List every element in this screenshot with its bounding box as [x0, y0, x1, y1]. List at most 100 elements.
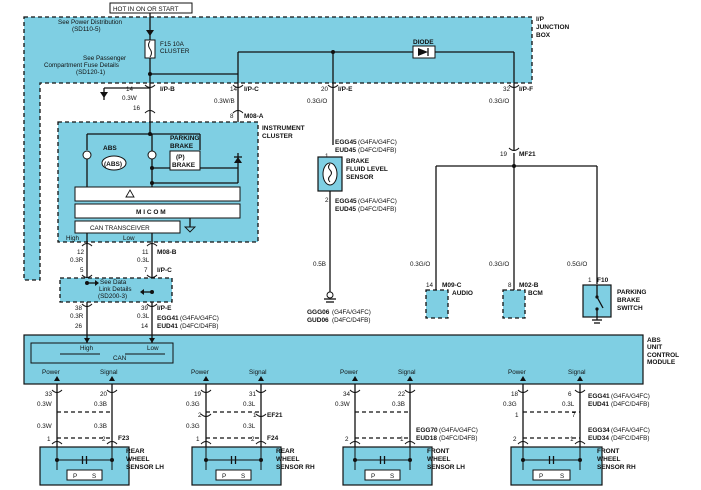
sensor-conn1b-code: EUD41 [588, 401, 609, 408]
bf-pin2: 2 [325, 197, 329, 204]
abs-name-3: MODULE [647, 359, 676, 366]
park-symbol [169, 150, 201, 171]
sensor-pin-power: 33 [45, 391, 53, 398]
bcm-name: BCM [528, 290, 543, 297]
sensor-bottom-pin-power: 1 [47, 436, 51, 443]
bf-name-1: BRAKE [346, 158, 370, 165]
sensor-name-2: WHEEL [276, 456, 300, 463]
cluster-high: High [66, 235, 79, 242]
pin-38: 38 [75, 305, 83, 312]
sensor-bottom-pin-power: 2 [345, 436, 349, 443]
abs-signal-label: Signal [398, 369, 416, 376]
bf-name-2: FLUID LEVEL [346, 166, 388, 173]
sensor-conn1-variant: (G4FA/G4FC) [439, 427, 478, 434]
hot-label-box [109, 2, 193, 14]
sensor-pin-signal: 20 [100, 391, 108, 398]
sensor-s-label: S [92, 473, 96, 480]
conn-m08b: M08-B [157, 249, 177, 256]
eud41-variant: (D4FC/D4FB) [180, 323, 218, 330]
diode-label: DIODE [413, 39, 434, 46]
bf-name-3: SENSOR [346, 174, 374, 181]
wire-0-3l-b: 0.3L [137, 313, 150, 320]
pbs-name-3: SWITCH [617, 305, 643, 312]
junction-title-1: I/P [536, 16, 545, 23]
sensor-name-1: FRONT [597, 448, 619, 455]
pin-12: 12 [77, 249, 85, 256]
sensor-p-label: P [539, 473, 543, 480]
pin-ipc: 14 [230, 86, 238, 93]
sensor-mid-conn: EF21 [267, 412, 283, 419]
eud41-code: EUD41 [157, 323, 178, 330]
pin-11: 11 [142, 249, 149, 256]
park-symbol-text: (P) [176, 154, 185, 161]
can-block [30, 342, 174, 364]
sensor-conn1-variant: (G4FA/G4FC) [611, 393, 650, 400]
gnd1-variant: (G4FA/G4FC) [332, 309, 371, 316]
pin-39: 39 [141, 305, 149, 312]
sensor-conn1-code: EGG41 [588, 393, 610, 400]
sensor-pin-power: 34 [343, 391, 351, 398]
bf-conn1-code: EGG45 [335, 139, 357, 146]
sensor-conn2b-code: EUD34 [588, 435, 609, 442]
audio-unit [425, 289, 449, 319]
junction-title-3: BOX [536, 32, 551, 39]
conn-ipb: I/P-B [160, 86, 175, 93]
sensor-bottom-pin-signal: 1 [400, 436, 404, 443]
bf-conn2-code-b: EUD45 [335, 206, 356, 213]
abs-signal-label: Signal [249, 369, 267, 376]
micom-label: M I C O M [136, 209, 166, 216]
sensor-pin-power: 18 [511, 391, 519, 398]
sensor-mid-pin-signal: 1 [253, 412, 257, 419]
abs-power-label: Power [508, 369, 526, 376]
sensor-name-3: SENSOR LH [427, 464, 465, 471]
park-label-1: PARKING [170, 135, 200, 142]
audio-name: AUDIO [452, 290, 473, 297]
sensor-wire-power-2: 0.3G [186, 423, 200, 430]
wire-0-3l-a: 0.3L [137, 257, 150, 264]
abs-symbol-text: (ABS) [104, 161, 122, 168]
sensor-wire-power: 0.3W [335, 401, 350, 408]
park-label-2: BRAKE [170, 143, 194, 150]
egg41-variant: (G4FA/G4FC) [180, 315, 219, 322]
ground-icon [326, 291, 334, 299]
park-symbol-word: BRAKE [172, 162, 196, 169]
hot-label: HOT IN ON OR START [113, 6, 179, 13]
sensor-wire-power: 0.3W [37, 401, 52, 408]
mf21-conn: MF21 [519, 151, 536, 158]
sensor-conn2-code: EGG34 [588, 427, 610, 434]
abs-power-label: Power [191, 369, 209, 376]
sensor-s-label: S [241, 473, 245, 480]
abs-unit: UNIT [647, 344, 662, 351]
micom-top [74, 186, 241, 202]
sensor-name-1: FRONT [427, 448, 449, 455]
sensor-s-label: S [390, 473, 394, 480]
sensor-conn1b-variant: (D4FC/D4FB) [611, 401, 649, 408]
pin-5: 5 [80, 267, 84, 274]
sensor-p-label: P [73, 473, 77, 480]
pin-ipf: 32 [503, 86, 511, 93]
audio-conn: M09-C [442, 282, 462, 289]
sensor-conn2b-variant: (D4FC/D4FB) [611, 435, 649, 442]
sensor-wire-signal-2: 0.3L [243, 423, 256, 430]
sensor-bottom-pin-power: 1 [196, 436, 200, 443]
sensor-s-label: S [560, 473, 564, 480]
gnd1-code: GGG06 [307, 309, 330, 316]
abs-name-2: CONTROL [647, 352, 679, 359]
abs-low: Low [147, 345, 159, 352]
see-fuse-2: Compartment Fuse Details [44, 62, 119, 69]
see-power-1: See Power Distribution [58, 19, 123, 26]
bf-conn1-variant-b: (G4FA/G4FC) [358, 198, 397, 205]
fuse-label-2: CLUSTER [160, 48, 190, 55]
abs-signal-label: Signal [100, 369, 118, 376]
pbs-name-2: BRAKE [617, 297, 641, 304]
pbs-name-1: PARKING [617, 289, 647, 296]
sensor-bottom-pin-power: 2 [513, 436, 517, 443]
abs-high: High [80, 345, 93, 352]
sensor-wire-signal-2: 0.3B [94, 423, 107, 430]
pin-8: 8 [230, 113, 234, 120]
sensor-pin-signal: 6 [568, 391, 572, 398]
sensor-ps-block [66, 469, 103, 481]
gnd2-variant: (D4FC/D4FB) [332, 317, 370, 324]
sensor-pin-power: 19 [194, 391, 202, 398]
